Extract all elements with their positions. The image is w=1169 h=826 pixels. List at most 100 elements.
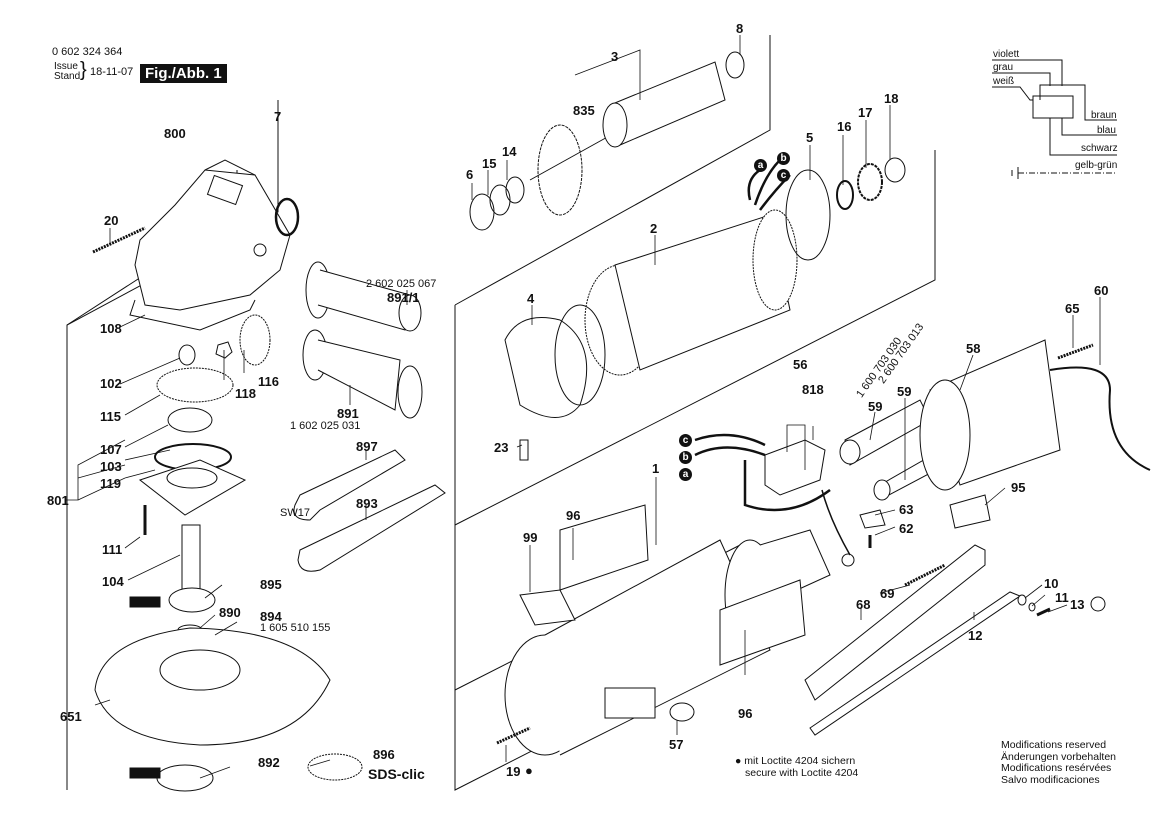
part-label-19: 19 [506,764,521,779]
part-label-57: 57 [669,737,684,752]
part-label-65: 65 [1065,301,1080,316]
part-label-115: 115 [100,409,121,424]
part-label-96-bottom: 96 [738,706,753,721]
part-label-892: 892 [258,755,280,770]
spring-17 [857,163,883,201]
brace: } [80,59,87,81]
bearing-107 [167,407,213,433]
part-label-16: 16 [837,119,852,134]
wire-label-schwarz: schwarz [1081,143,1118,154]
part-label-116: 116 [258,374,279,389]
label-96-top [559,504,649,591]
wrench-size-label: SW17 [280,507,310,519]
label-99 [519,589,576,626]
part-label-60: 60 [1094,283,1109,298]
part-label-96-top: 96 [566,508,581,523]
wrench-897 [293,449,406,521]
cap-18 [884,157,906,183]
part-label-58: 58 [966,341,981,356]
air-guide-ring [554,304,606,406]
auxiliary-handle-891-1 [305,261,422,332]
sds-clic-logo: SDS-clic [368,766,425,782]
part-label-835: 835 [573,103,595,118]
ring-14 [505,176,525,204]
wire-label-braun: braun [1091,110,1117,121]
part-label-18: 18 [884,91,899,106]
screw-19 [496,726,531,745]
part-label-15: 15 [482,156,497,171]
part-label-1: 1 [652,461,660,476]
switch-box [604,687,656,719]
screw-23 [519,439,529,461]
part-label-801: 801 [47,493,69,508]
modifications-es: Salvo modificaciones [1001,773,1100,786]
part-label-14: 14 [502,144,517,159]
part-label-69: 69 [880,586,895,601]
o-ring-16 [836,180,854,210]
part-label-111: 111 [102,542,123,557]
loctite-note-de: ● mit Loctite 4204 sichern [735,755,856,767]
label-96-bottom [719,579,806,666]
wrench-893 [297,484,446,572]
issue-label-en: Issue [54,61,78,72]
needle-bearing-102 [178,344,196,366]
wire-marker-c-top: c [777,169,790,182]
ring-15 [489,184,511,216]
spindle-104 [181,524,201,596]
guard-651 [94,627,331,746]
part-label-895: 895 [260,577,282,592]
o-ring-7 [274,197,300,237]
part-label-11: 11 [1055,590,1069,605]
clamp-nut-892 [156,764,214,792]
spring-69 [904,563,946,587]
bevel-gear-115 [156,367,234,403]
part-label-818: 818 [802,382,824,397]
part-label-99: 99 [523,530,538,545]
switch-56 [764,439,826,496]
modifications-note: Modifications reserved Änderungen vorbeh… [1001,739,1117,786]
part-label-800: 800 [164,126,186,141]
part-label-7: 7 [274,109,282,124]
wire-label-weiss: weiß [993,76,1015,87]
ground-symbol-13 [1090,596,1106,612]
part-number: 0 602 324 364 [52,46,123,58]
part-label-894: 894 [260,609,282,624]
switch-wires [694,433,831,512]
fan-baffle-4 [504,317,588,418]
wire-label-grau: grau [993,62,1014,73]
wire-label-blau: blau [1097,125,1116,136]
wire-marker-b: b [679,451,692,464]
part-label-104: 104 [102,574,124,589]
wire-marker-a-top: a [754,159,767,172]
loctite-dot-19: ● [525,763,533,778]
part-label-103: 103 [100,459,122,474]
pinion-116 [239,314,271,366]
part-label-17: 17 [858,105,873,120]
part-label-95: 95 [1011,480,1026,495]
seal-5 [785,169,831,261]
part-label-6: 6 [466,167,474,182]
modifications-de: Änderungen vorbehalten [1001,750,1117,763]
issue-label-de: Stand [54,71,81,82]
part-label-4: 4 [527,291,535,306]
wire-label-violett: violett [993,49,1020,60]
part-label-56: 56 [793,357,808,372]
part-label-102: 102 [100,376,122,391]
sds-nut-896 [307,753,363,781]
label-95 [949,494,991,529]
wire-marker-a: a [679,468,692,481]
part-label-8: 8 [736,21,744,36]
order-number-894: 1 605 510 155 [260,622,331,634]
part-label-12: 12 [968,628,983,643]
wire-label-gelb-gruen: gelb-grün [1075,160,1118,171]
part-label-2: 2 [650,221,658,236]
part-label-108: 108 [100,321,122,336]
loctite-note: ● mit Loctite 4204 sichern secure with L… [735,755,858,779]
part-label-890: 890 [219,605,241,620]
order-number-891-1: 2 602 025 067 [366,278,437,290]
wire-marker-b-top: b [777,152,790,165]
modifications-fr: Modifications resérvées [1001,762,1112,774]
part-label-59a: 59 [868,399,883,414]
auxiliary-handle-891 [302,329,423,419]
